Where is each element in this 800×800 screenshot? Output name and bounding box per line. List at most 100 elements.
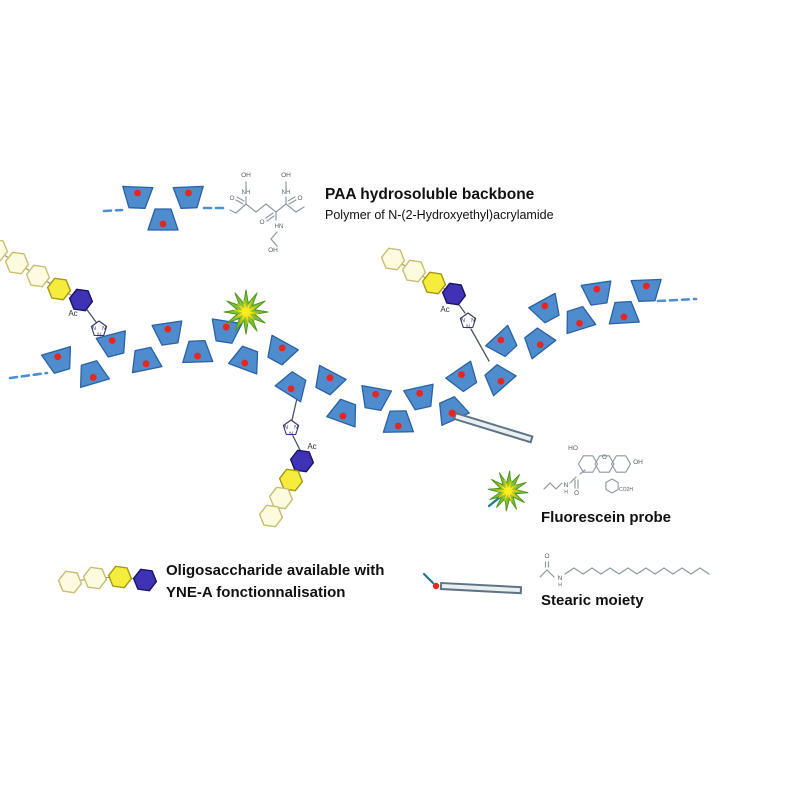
stearic-rod-legend	[439, 581, 523, 595]
polymer-unit	[41, 345, 72, 374]
triazole-pentagon	[282, 419, 300, 436]
bond-polyline	[543, 482, 563, 490]
atom-label: Ac	[440, 305, 449, 314]
monomer-shape	[41, 345, 72, 374]
bond-line	[236, 196, 245, 202]
monomer-shape	[79, 360, 110, 389]
atom-label: O	[544, 553, 549, 560]
polymer-unit	[485, 324, 518, 358]
bond-polyline	[564, 567, 710, 575]
atom-label: OH	[241, 172, 251, 179]
monomer-shape	[95, 330, 126, 358]
atom-label: OH	[633, 459, 643, 466]
atom-label: N	[461, 318, 465, 324]
atom-label: N	[102, 326, 106, 332]
ring	[594, 455, 615, 473]
backbone-legend-chain	[122, 185, 204, 231]
reactive-site-dot	[576, 319, 583, 327]
polymer-unit	[326, 398, 357, 428]
reactive-site-dot	[642, 282, 650, 290]
hexagon-pale	[0, 239, 9, 262]
reactive-site-dot	[164, 325, 172, 333]
hexagon-pale	[25, 264, 51, 288]
monomer-shape	[485, 324, 518, 358]
bond-line	[569, 476, 577, 484]
atom-label: Ac	[307, 442, 316, 451]
reactive-site-dot	[287, 385, 295, 393]
atom-label: O	[259, 219, 264, 226]
fluorescein-star-core	[233, 299, 259, 325]
chain-continuation-dash	[8, 371, 49, 380]
polymer-unit	[131, 346, 163, 374]
monomer-shape	[361, 385, 393, 412]
hexagon-pale	[401, 259, 427, 283]
oligo-bottom	[258, 449, 315, 528]
reactive-site-dot	[620, 313, 628, 321]
atom-label: N	[289, 432, 293, 438]
oligo-label-line2: YNE-A fonctionnalisation	[166, 584, 346, 601]
stearic-rod	[452, 411, 534, 444]
reactive-site-dot	[134, 189, 141, 197]
triazole-pentagon	[90, 320, 108, 337]
reactive-site-dot	[89, 373, 97, 381]
monomer-shape	[131, 346, 163, 374]
hexagon-navy	[441, 282, 467, 306]
oligo-label-line1: Oligosaccharide available with	[166, 562, 385, 579]
atom-label: N	[471, 318, 475, 324]
fluorescein-star-legend-core	[496, 480, 520, 502]
polymer-unit	[608, 300, 640, 325]
ring	[605, 478, 619, 494]
monomer-shape	[524, 327, 557, 360]
polymer-unit	[361, 385, 393, 412]
atom-label: O	[602, 455, 607, 461]
monomer-shape	[182, 340, 214, 364]
polymer-unit	[445, 360, 478, 393]
atom-label: N	[284, 425, 288, 431]
atom-label: N	[558, 575, 563, 582]
bond-line	[470, 328, 490, 362]
hexagon-navy	[68, 288, 94, 312]
atom-label: N	[294, 425, 298, 431]
monomer-shape	[403, 383, 434, 411]
monomer-shape	[227, 345, 259, 375]
atom-label: Ac	[68, 309, 77, 318]
reactive-site-dot	[339, 412, 347, 420]
hexagon-navy	[132, 568, 158, 592]
polymer-unit	[182, 340, 214, 364]
atom-label: H	[564, 490, 568, 496]
reactive-site-dot	[394, 422, 402, 430]
paa-subtitle: Polymer of N-(2-Hydroxyethyl)acrylamide	[325, 208, 554, 222]
reactive-site-dot	[497, 377, 505, 385]
bond-line	[265, 212, 274, 219]
polymer-unit	[403, 383, 434, 411]
reactive-site-dot	[278, 344, 286, 352]
atom-label: O	[297, 195, 302, 202]
reactive-site-dot	[194, 352, 201, 360]
atom-label: N	[564, 482, 569, 489]
polymer-unit	[315, 364, 347, 396]
hexagon-yellow	[278, 468, 304, 492]
rod-shape	[439, 581, 523, 595]
oligo-legend	[57, 565, 158, 594]
paa-title: PAA hydrosoluble backbone	[325, 186, 535, 203]
reactive-site-dot	[241, 359, 249, 367]
monomer-shape	[315, 364, 347, 396]
polymer-unit	[566, 305, 597, 335]
hexagon-pale	[268, 486, 294, 510]
bond-polyline	[539, 569, 555, 578]
polymer-unit	[79, 360, 110, 389]
reactive-site-dot	[142, 360, 150, 368]
reactive-site-dot	[541, 302, 549, 310]
atom-label: NH	[242, 190, 251, 196]
bond-line	[235, 199, 244, 205]
ring	[577, 455, 599, 473]
monomer-shape	[528, 292, 560, 324]
atom-label: CO2H	[619, 487, 633, 493]
monomer-shape	[147, 208, 179, 231]
